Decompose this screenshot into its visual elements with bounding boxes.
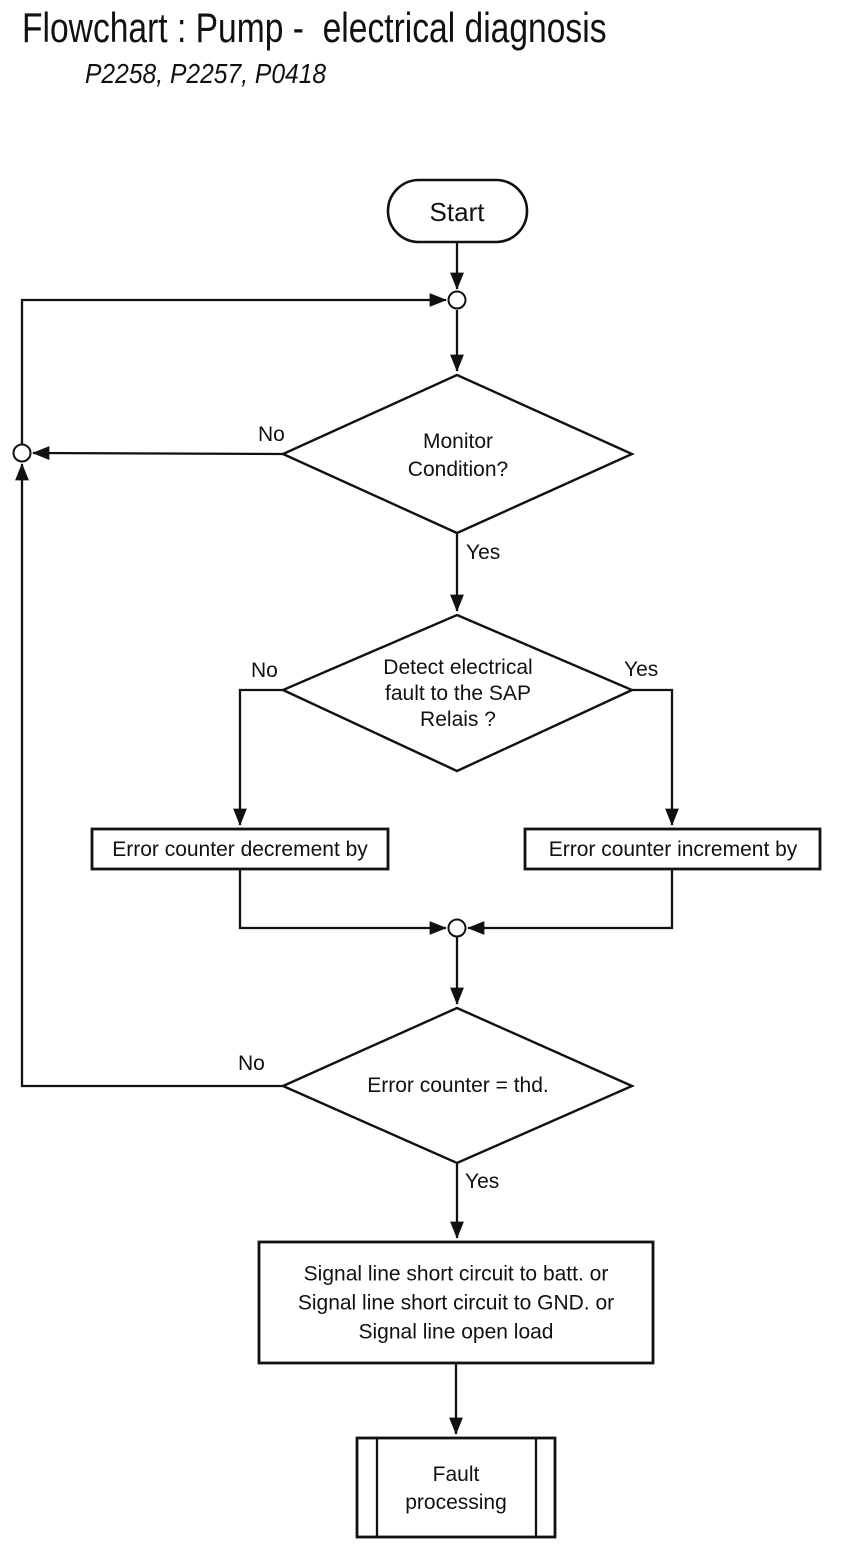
fault-processing-box (355, 1436, 557, 1539)
merge-junction-circle (447, 918, 467, 938)
fault-processing-label: Fault processing (405, 1461, 507, 1517)
edge-monitor-no-to-loop-junction (32, 446, 284, 460)
detect-fault-line3: Relais ? (420, 708, 496, 731)
edge-decrement-to-merge-junction (238, 869, 447, 935)
decrement-process-box (90, 827, 390, 871)
edge-loop-junction-to-entry-junction (20, 293, 447, 444)
fault-processing-line1: Fault (432, 1463, 480, 1486)
monitor-condition-line2: Condition? (407, 458, 509, 481)
page-subtitle: P2258, P2257, P0418 (85, 58, 327, 89)
monitor-condition-label: Monitor Condition? (408, 428, 508, 484)
edge-increment-to-merge-junction (467, 869, 674, 935)
entry-junction-circle (447, 290, 467, 310)
branch-label-detect-yes: Yes (624, 658, 659, 681)
edge-detect-yes-to-increment (632, 688, 679, 826)
start-label: Start (429, 197, 485, 227)
decrement-label: Error counter decrement by (112, 838, 368, 861)
increment-label: Error counter increment by (548, 838, 798, 861)
edge-threshold-no-to-loop-junction (15, 463, 283, 1088)
increment-process-box (523, 827, 822, 871)
signal-fault-line2: Signal line short circuit to GND. or (297, 1291, 615, 1315)
branch-label-detect-no: No (251, 659, 278, 682)
page-title: Flowchart : Pump - electrical diagnosis (22, 4, 607, 51)
detect-fault-line1: Detect electrical (383, 656, 533, 679)
signal-fault-line3: Signal line open load (358, 1320, 554, 1344)
signal-fault-line1: Signal line short circuit to batt. or (303, 1262, 609, 1286)
branch-label-threshold-no: No (238, 1052, 265, 1075)
fault-processing-line2: processing (405, 1491, 507, 1514)
threshold-label: Error counter = thd. (367, 1074, 549, 1097)
threshold-diamond (280, 1006, 635, 1165)
monitor-condition-line1: Monitor (422, 430, 494, 453)
monitor-condition-diamond (280, 373, 635, 535)
detect-fault-label: Detect electrical fault to the SAP Relai… (383, 655, 532, 733)
signal-fault-box (257, 1240, 655, 1365)
signal-fault-label: Signal line short circuit to batt. or Si… (298, 1260, 614, 1347)
detect-fault-diamond (280, 613, 635, 773)
branch-label-threshold-yes: Yes (465, 1170, 500, 1193)
start-terminator-shape (386, 178, 529, 244)
detect-fault-line2: fault to the SAP (385, 682, 531, 705)
loop-junction-circle (12, 443, 32, 463)
edge-detect-no-to-decrement (233, 688, 283, 826)
branch-label-monitor-yes: Yes (466, 541, 501, 564)
branch-label-monitor-no: No (258, 423, 285, 446)
